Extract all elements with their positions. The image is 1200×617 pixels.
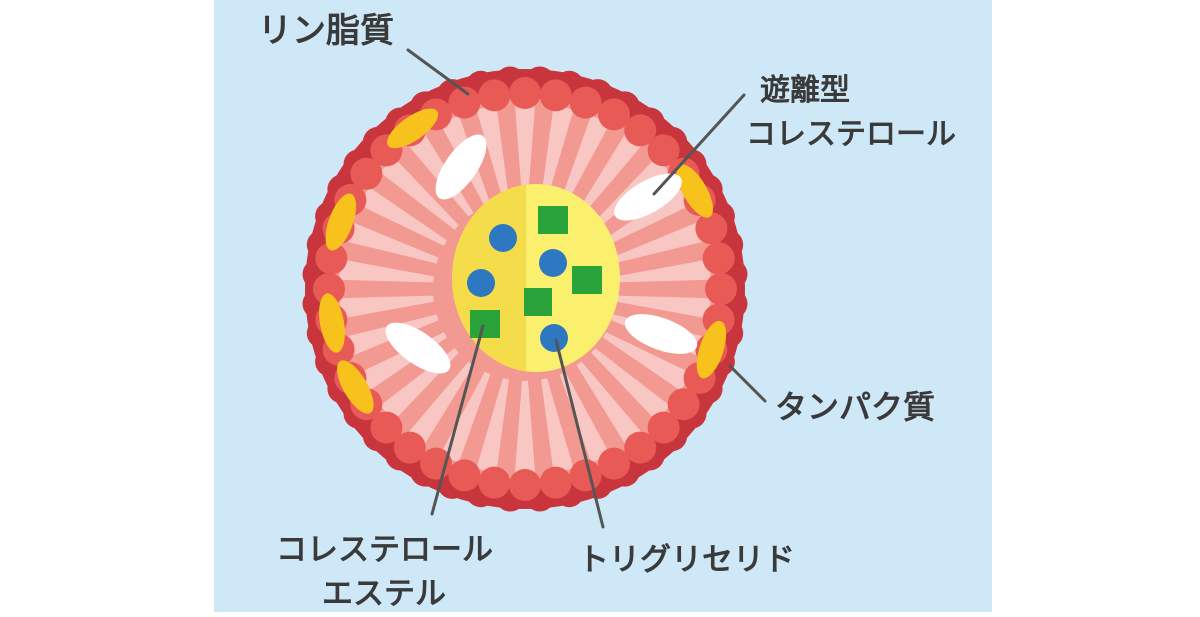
phospholipid-head: [647, 134, 680, 167]
phospholipid-head: [705, 273, 737, 305]
phospholipid-tail: [616, 295, 711, 319]
phospholipid-tail: [345, 221, 439, 264]
phospholipid-tail: [514, 380, 536, 475]
label-free-cholesterol-1: 遊離型: [760, 73, 850, 108]
phospholipid-head: [370, 411, 403, 444]
phospholipid-head: [315, 242, 348, 275]
phospholipid-tail: [339, 259, 434, 283]
phospholipid-head: [598, 98, 630, 131]
phospholipid-tail: [339, 295, 434, 319]
free-cholesterol: [385, 322, 451, 374]
label-phospholipid: リン脂質: [258, 11, 394, 51]
phospholipid-head: [350, 157, 383, 190]
leader-phospholipid: [406, 48, 470, 96]
leader-cholesterol-ester: [430, 324, 485, 516]
phospholipid-head: [448, 459, 481, 492]
phospholipid-head: [667, 388, 700, 421]
leader-protein: [728, 364, 767, 403]
phospholipid-head: [647, 411, 680, 444]
triglyceride-dot: [489, 224, 517, 252]
phospholipid-tail: [514, 103, 536, 198]
phospholipid-head: [539, 466, 572, 499]
leader-triglyceride: [554, 338, 605, 529]
phospholipid-tail: [616, 259, 711, 283]
cholesterol-ester-square: [524, 288, 552, 316]
label-free-cholesterol-2: コレステロール: [746, 117, 956, 152]
triglyceride-dot: [540, 324, 568, 352]
phospholipid-tails: [339, 103, 711, 475]
phospholipid-head: [539, 79, 572, 112]
phospholipid-head: [478, 466, 511, 499]
phospholipid-tail: [380, 157, 459, 230]
phospholipid-tail: [603, 187, 691, 246]
leader-lines: [406, 48, 767, 529]
phospholipid-head: [313, 273, 345, 305]
free-cholesterol-group: [385, 134, 698, 374]
cholesterol-ester-square: [572, 266, 602, 294]
protein-crescent: [696, 320, 727, 379]
phospholipid-head: [509, 469, 541, 501]
phospholipid-head: [509, 77, 541, 109]
free-cholesterol: [614, 173, 682, 221]
phospholipid-tail: [476, 105, 509, 200]
protein-group: [319, 108, 727, 414]
protein-crescent: [676, 164, 713, 218]
leader-free-cholesterol: [652, 93, 746, 196]
phospholipid-tail: [541, 105, 574, 200]
free-cholesterol: [624, 314, 698, 354]
phospholipid-tail: [591, 348, 670, 421]
free-cholesterol: [435, 134, 487, 200]
phospholipid-head: [702, 242, 735, 275]
phospholipid-head: [695, 212, 728, 245]
label-cholesterol-ester-2: エステル: [322, 576, 446, 612]
phospholipid-tail: [603, 332, 691, 391]
phospholipid-tail: [559, 371, 610, 463]
triglyceride-dot: [467, 269, 495, 297]
phospholipid-tail: [611, 221, 705, 264]
label-protein: タンパク質: [775, 388, 935, 426]
phospholipid-head: [448, 86, 481, 119]
cholesterol-ester-square: [538, 206, 568, 234]
phospholipid-head: [569, 86, 602, 119]
phospholipid-tail: [576, 132, 643, 217]
phospholipid-tail: [407, 361, 474, 446]
phospholipid-head: [569, 459, 602, 492]
label-triglyceride: トリグリセリド: [578, 542, 795, 578]
protein-crescent: [325, 193, 357, 251]
phospholipid-tail: [576, 361, 643, 446]
protein-crescent: [387, 108, 439, 149]
phospholipid-tail: [359, 187, 447, 246]
phospholipid-tail: [541, 378, 574, 473]
phospholipid-head: [598, 447, 630, 480]
protein-crescent: [337, 360, 374, 414]
protein-crescent: [319, 293, 345, 353]
triglyceride-dot: [539, 249, 567, 277]
phospholipid-tail: [559, 115, 610, 207]
phospholipid-head: [624, 431, 657, 464]
phospholipid-head: [624, 114, 657, 147]
phospholipid-tail: [476, 378, 509, 473]
phospholipid-head: [393, 431, 426, 464]
label-cholesterol-ester-1: コレステロール: [276, 532, 493, 568]
cholesterol-ester-square: [470, 310, 500, 338]
phospholipid-head: [478, 79, 511, 112]
